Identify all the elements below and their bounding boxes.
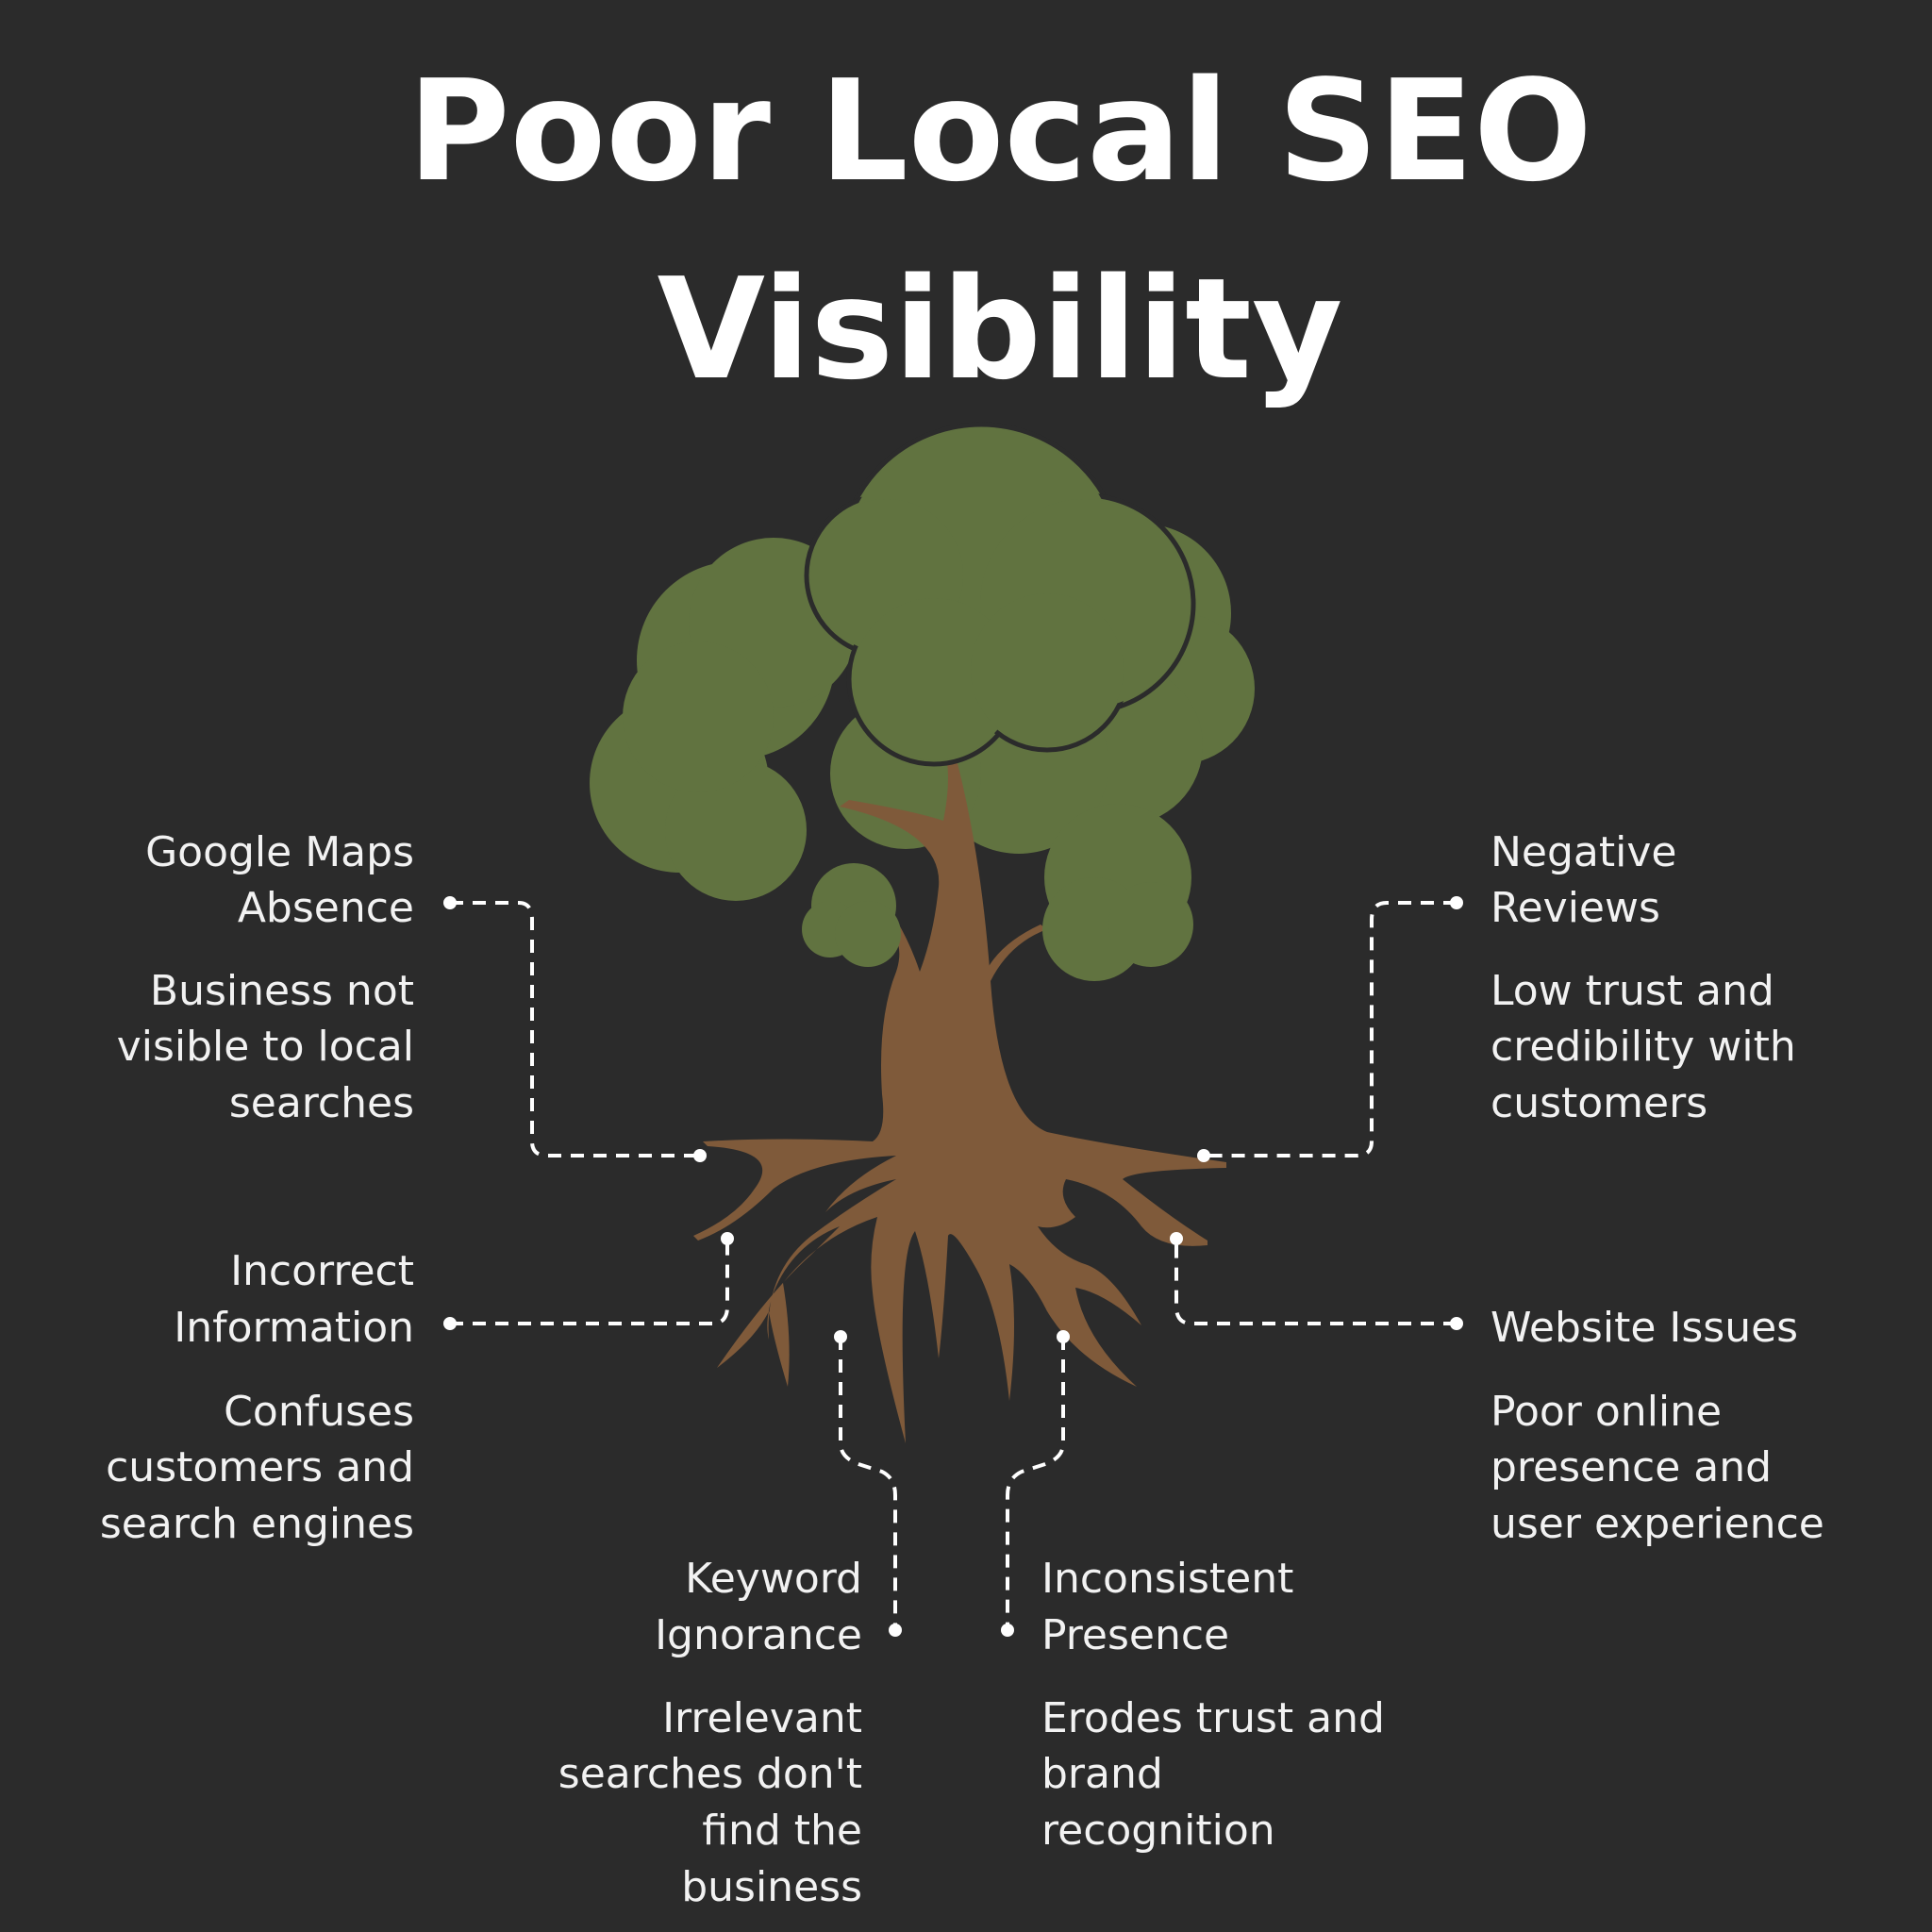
item-desc: business bbox=[681, 1863, 862, 1911]
item-desc: Confuses bbox=[224, 1388, 414, 1436]
title-line-1: Poor Local SEO bbox=[408, 50, 1592, 212]
item-title: Reviews bbox=[1491, 884, 1660, 932]
item-title: Absence bbox=[238, 884, 414, 932]
item-title: Inconsistent bbox=[1041, 1555, 1293, 1603]
item-desc: Business not bbox=[150, 967, 414, 1015]
item-title: Presence bbox=[1041, 1611, 1229, 1659]
item-desc: user experience bbox=[1491, 1500, 1824, 1548]
connector-inconsistent bbox=[1006, 1337, 1065, 1630]
item-desc: Poor online bbox=[1491, 1388, 1722, 1436]
item-desc: brand bbox=[1041, 1750, 1163, 1798]
item-keyword-ignorance: Keyword Ignorance Irrelevant searches do… bbox=[558, 1555, 862, 1911]
item-website-issues: Website Issues Poor online presence and … bbox=[1491, 1304, 1824, 1548]
connector-negative-reviews bbox=[1204, 901, 1457, 1158]
item-desc: customers bbox=[1491, 1079, 1707, 1127]
item-desc: presence and bbox=[1491, 1443, 1772, 1491]
tree-trunk bbox=[693, 745, 1226, 1443]
item-desc: searches bbox=[229, 1079, 414, 1127]
item-incorrect-information: Incorrect Information Confuses customers… bbox=[100, 1247, 414, 1548]
title-line-2: Visibility bbox=[658, 248, 1343, 410]
connector-website-issues bbox=[1174, 1239, 1457, 1325]
item-desc: searches don't bbox=[558, 1750, 862, 1798]
item-title: Incorrect bbox=[230, 1247, 414, 1295]
item-title: Google Maps bbox=[145, 828, 414, 876]
item-desc: Irrelevant bbox=[662, 1694, 862, 1742]
item-title: Negative bbox=[1491, 828, 1676, 876]
item-title: Website Issues bbox=[1491, 1304, 1798, 1352]
connector-google-maps bbox=[450, 901, 700, 1158]
item-google-maps: Google Maps Absence Business not visible… bbox=[117, 828, 414, 1127]
item-desc: recognition bbox=[1041, 1807, 1275, 1855]
item-desc: visible to local bbox=[117, 1023, 414, 1071]
item-desc: Erodes trust and bbox=[1041, 1694, 1385, 1742]
item-desc: credibility with bbox=[1491, 1023, 1796, 1071]
item-negative-reviews: Negative Reviews Low trust and credibili… bbox=[1491, 828, 1796, 1127]
item-inconsistent-presence: Inconsistent Presence Erodes trust and b… bbox=[1041, 1555, 1385, 1855]
item-desc: search engines bbox=[100, 1500, 414, 1548]
item-title: Ignorance bbox=[655, 1611, 862, 1659]
tree-foliage-clumps bbox=[802, 428, 1193, 981]
connectors bbox=[443, 896, 1463, 1637]
item-title: Information bbox=[174, 1304, 414, 1352]
connector-keyword bbox=[839, 1337, 897, 1630]
item-desc: find the bbox=[702, 1807, 862, 1855]
tree-illustration bbox=[590, 422, 1255, 1443]
connector-incorrect-info bbox=[450, 1239, 729, 1325]
item-desc: Low trust and bbox=[1491, 967, 1774, 1015]
item-title: Keyword bbox=[685, 1555, 862, 1603]
item-desc: customers and bbox=[106, 1443, 414, 1491]
